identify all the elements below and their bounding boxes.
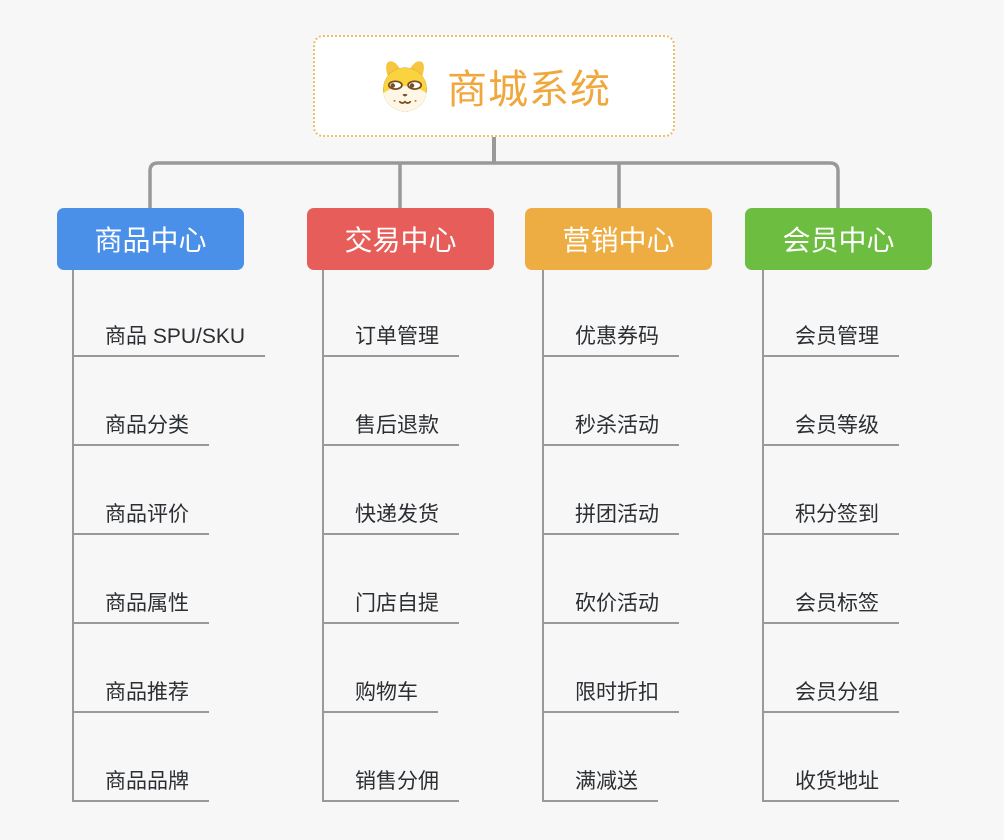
leaf-node[interactable]: 满减送 bbox=[542, 760, 658, 802]
branch-label: 会员中心 bbox=[782, 225, 895, 256]
branch-node-trade-center[interactable]: 交易中心 bbox=[307, 208, 494, 270]
leaf-node[interactable]: 商品分类 bbox=[72, 404, 209, 446]
leaf-node[interactable]: 限时折扣 bbox=[542, 671, 679, 713]
leaf-node[interactable]: 优惠券码 bbox=[542, 315, 679, 357]
leaf-node[interactable]: 门店自提 bbox=[322, 582, 459, 624]
leaf-node[interactable]: 积分签到 bbox=[762, 493, 899, 535]
branch-trunk-line bbox=[322, 270, 324, 800]
leaf-node[interactable]: 会员管理 bbox=[762, 315, 899, 357]
leaf-node[interactable]: 商品品牌 bbox=[72, 760, 209, 802]
leaf-node[interactable]: 购物车 bbox=[322, 671, 438, 713]
leaf-node[interactable]: 快递发货 bbox=[322, 493, 459, 535]
leaf-node[interactable]: 订单管理 bbox=[322, 315, 459, 357]
leaf-node[interactable]: 拼团活动 bbox=[542, 493, 679, 535]
leaf-node[interactable]: 商品推荐 bbox=[72, 671, 209, 713]
root-node-mall-system[interactable]: 商城系统 bbox=[313, 35, 675, 137]
branch-label: 营销中心 bbox=[562, 225, 675, 256]
leaf-node[interactable]: 商品评价 bbox=[72, 493, 209, 535]
tree-connector-lines bbox=[148, 137, 840, 208]
branch-trunk-line bbox=[72, 270, 74, 800]
leaf-node[interactable]: 会员标签 bbox=[762, 582, 899, 624]
leaf-node[interactable]: 收货地址 bbox=[762, 760, 899, 802]
branch-trunk-line bbox=[762, 270, 764, 800]
leaf-node[interactable]: 商品属性 bbox=[72, 582, 209, 624]
leaf-node[interactable]: 秒杀活动 bbox=[542, 404, 679, 446]
branch-label: 交易中心 bbox=[344, 225, 457, 256]
leaf-node[interactable]: 会员分组 bbox=[762, 671, 899, 713]
dog-face-icon bbox=[377, 58, 433, 114]
root-title: 商城系统 bbox=[447, 68, 611, 112]
leaf-node[interactable]: 商品 SPU/SKU bbox=[72, 315, 266, 357]
branch-label: 商品中心 bbox=[94, 225, 207, 256]
branch-node-marketing-center[interactable]: 营销中心 bbox=[525, 208, 712, 270]
leaf-node[interactable]: 会员等级 bbox=[762, 404, 899, 446]
branch-node-member-center[interactable]: 会员中心 bbox=[745, 208, 932, 270]
leaf-node[interactable]: 砍价活动 bbox=[542, 582, 679, 624]
branch-node-product-center[interactable]: 商品中心 bbox=[57, 208, 244, 270]
leaf-node[interactable]: 售后退款 bbox=[322, 404, 459, 446]
branch-trunk-line bbox=[542, 270, 544, 800]
leaf-node[interactable]: 销售分佣 bbox=[322, 760, 459, 802]
